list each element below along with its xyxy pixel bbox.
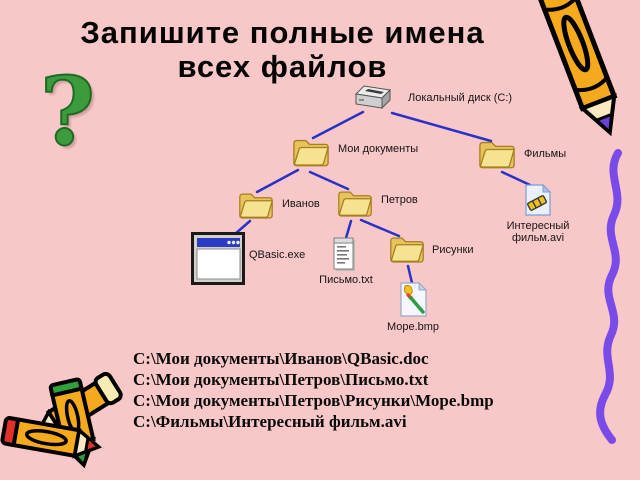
answer-path: C:\Фильмы\Интересный фильм.avi (133, 412, 407, 431)
tree-node-films: Фильмы (478, 136, 566, 176)
tree-node-label: Рисунки (432, 244, 474, 256)
answer-path: C:\Мои документы\Иванов\QBasic.doc (133, 349, 429, 368)
answer-path: C:\Мои документы\Петров\Рисунки\Море.bmp (133, 391, 494, 410)
image-file-icon (400, 281, 428, 317)
tree-node-label: QBasic.exe (249, 249, 306, 261)
crayons-clipart (0, 372, 123, 469)
tree-node-ivanov: Иванов (238, 188, 320, 226)
folder-icon (238, 188, 274, 221)
answer-path: C:\Мои документы\Петров\Письмо.txt (133, 370, 429, 389)
tree-node-label: Мои документы (338, 143, 419, 155)
tree-node-label: Письмо.txt (319, 274, 373, 286)
program-window-icon (191, 232, 245, 285)
page-title: Запишите полные имена всех файлов (30, 16, 535, 84)
text-file-icon (333, 237, 355, 271)
tree-node-film-avi: Интересный фильм.avi (507, 183, 569, 244)
answers-block: C:\Мои документы\Иванов\QBasic.doc C:\Мо… (133, 348, 494, 432)
tree-node-label: Фильмы (524, 148, 567, 160)
hard-disk-icon (354, 85, 392, 110)
squiggle-line (596, 149, 622, 444)
tree-node-label: Локальный диск (C:) (408, 92, 513, 104)
tree-node-my-documents: Мои документы (292, 134, 418, 174)
tree-node-more-bmp: Море.bmp (387, 280, 439, 333)
connector-line (390, 111, 493, 143)
pencil-clipart (536, 0, 618, 137)
question-mark-icon: ? (39, 57, 96, 167)
folder-icon (478, 136, 516, 171)
title-line-1: Запишите полные имена (80, 15, 485, 50)
title-line-2: всех файлов (177, 49, 388, 84)
tree-node-label: Море.bmp (386, 321, 440, 333)
folder-icon (337, 186, 373, 219)
tree-node-label: Интересный фильм.avi (506, 220, 570, 244)
tree-node-risunki: Рисунки (389, 232, 474, 270)
tree-node-pismo: Письмо.txt (319, 236, 373, 286)
video-file-icon (525, 183, 552, 216)
tree-node-disk-c: Локальный диск (C:) (352, 83, 512, 118)
tree-node-qbasic: QBasic.exe (191, 232, 305, 290)
tree-node-petrov: Петров (337, 186, 418, 224)
tree-node-label: Иванов (282, 198, 320, 210)
tree-node-label: Петров (381, 194, 418, 206)
folder-icon (389, 232, 425, 265)
folder-icon (292, 134, 330, 169)
